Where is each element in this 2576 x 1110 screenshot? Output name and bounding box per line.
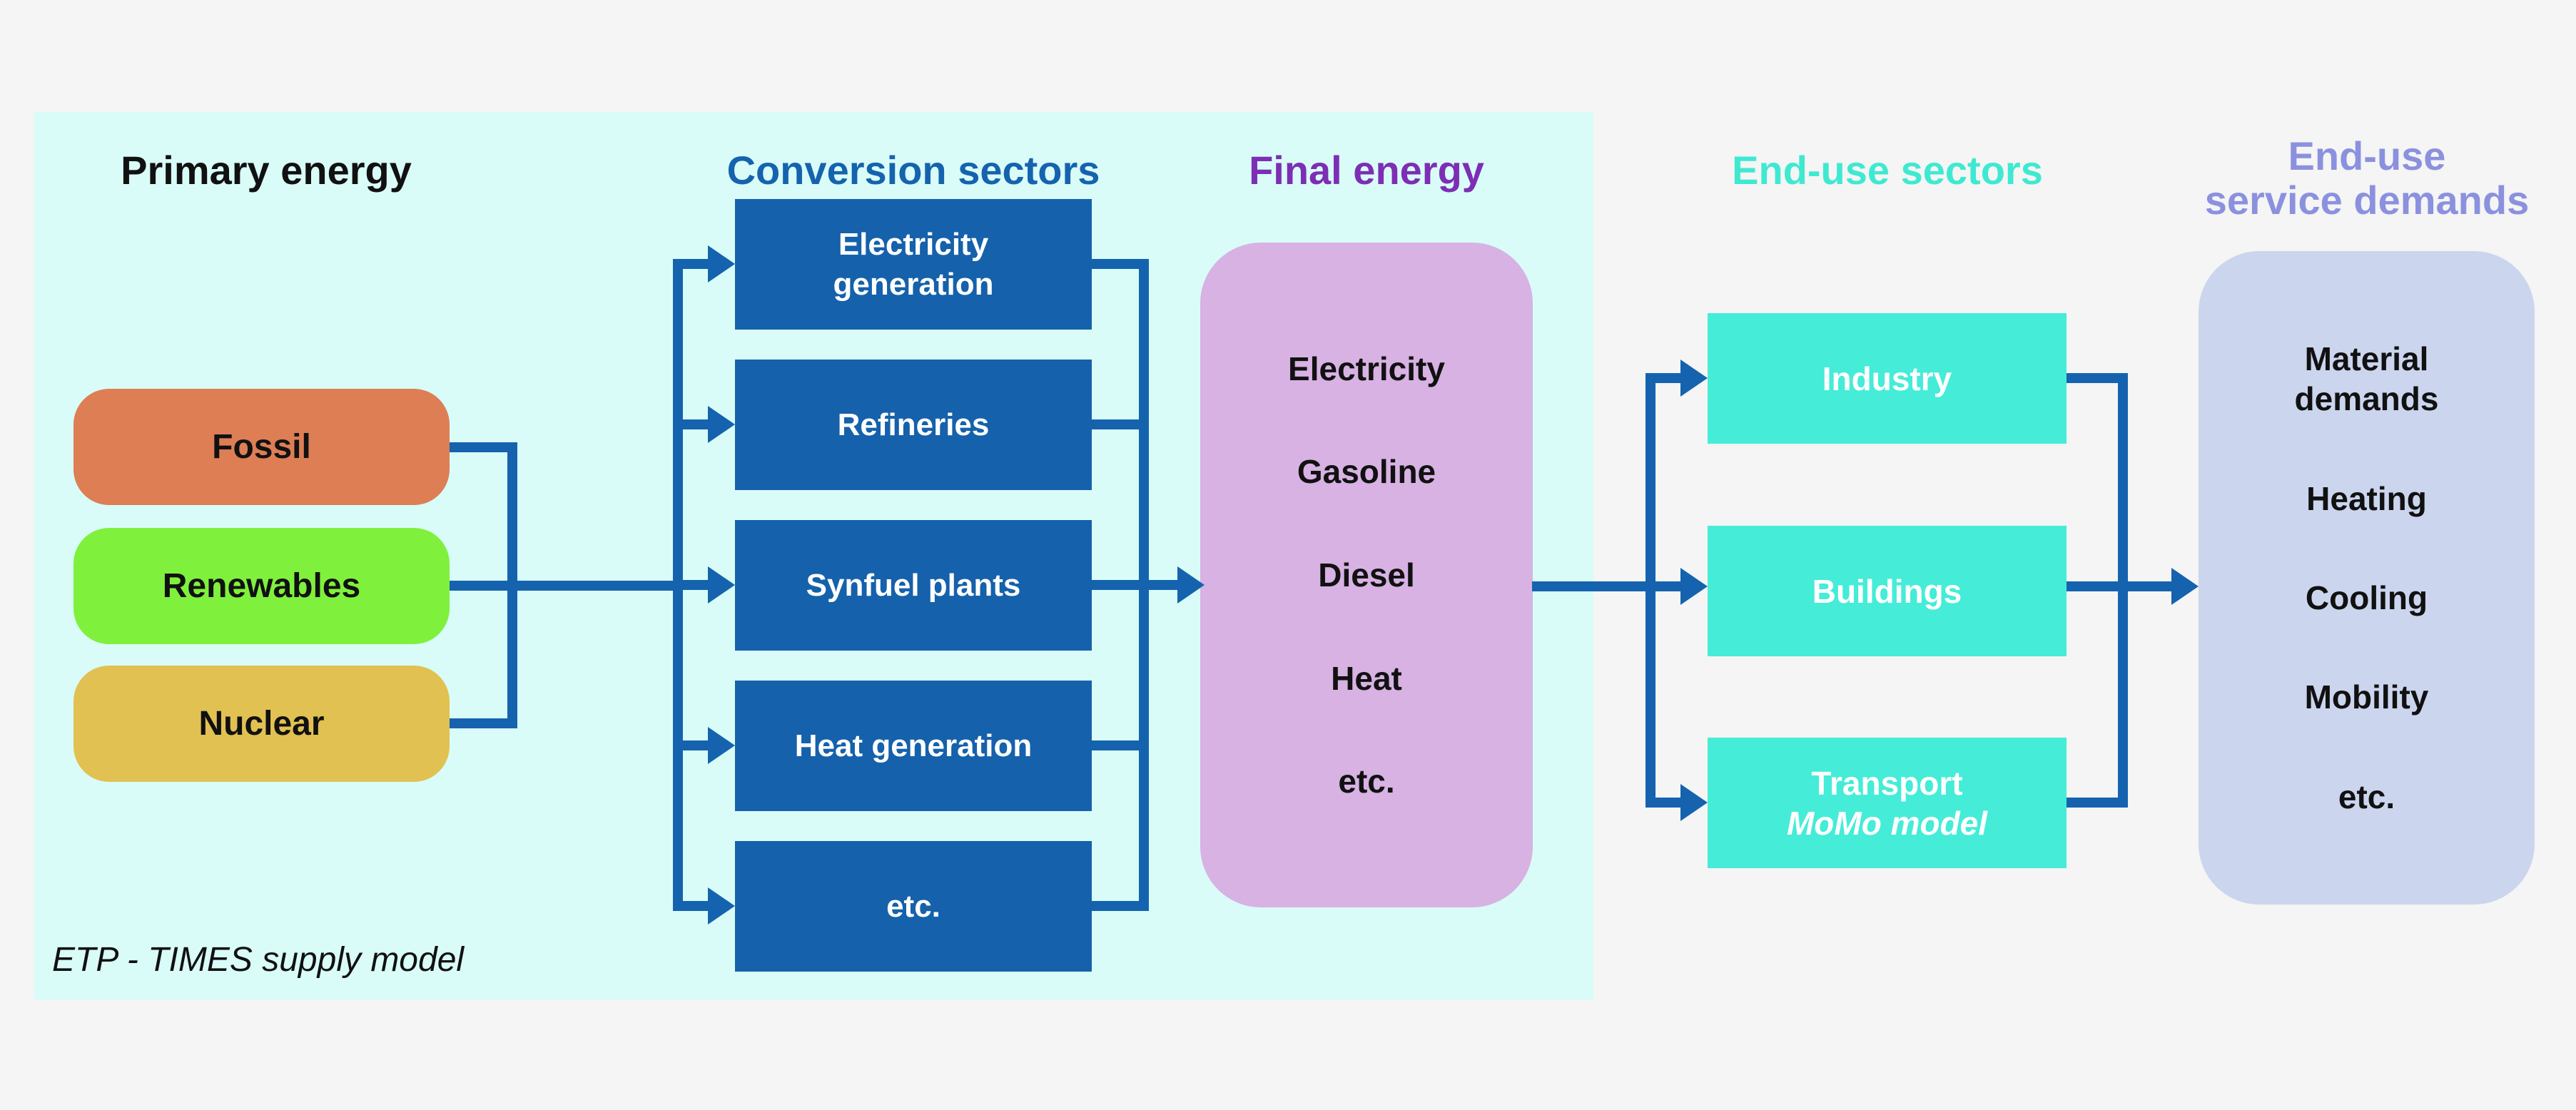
flow-line	[1144, 580, 1179, 590]
final-energy-item: Electricity	[1288, 350, 1445, 387]
flow-line	[1646, 373, 1655, 808]
industry-node: Industry	[1708, 313, 2067, 444]
flow-line	[1092, 259, 1149, 269]
arrow-head-icon	[2171, 568, 2199, 605]
arrow-head-icon	[1680, 568, 1708, 605]
renewables-node: Renewables	[73, 528, 450, 644]
end-use-service-demands-heading-line2: service demands	[2204, 178, 2530, 223]
primary-energy-heading: Primary energy	[121, 148, 412, 193]
etc-conversion-node: etc.	[735, 841, 1092, 972]
service-demand-item: Mobility	[2304, 678, 2429, 716]
final-energy-item: Diesel	[1318, 556, 1415, 594]
service-demand-item: Material demands	[2294, 340, 2439, 418]
industry-label: Industry	[1822, 360, 1952, 397]
arrow-head-icon	[708, 887, 735, 925]
refineries-node: Refineries	[735, 360, 1092, 490]
arrow-head-icon	[708, 406, 735, 443]
end-use-service-demands-heading: End-use service demands	[2153, 134, 2576, 223]
flow-line	[450, 442, 517, 452]
end-use-service-demands-heading-line1: End-use	[2288, 133, 2446, 178]
fossil-node: Fossil	[73, 389, 450, 505]
flow-line	[2067, 798, 2128, 808]
arrow-head-icon	[1680, 360, 1708, 397]
flow-line	[1092, 740, 1149, 750]
arrow-head-icon	[1177, 566, 1205, 604]
flow-line	[678, 580, 712, 590]
buildings-label: Buildings	[1812, 572, 1962, 610]
electricity-generation-node: Electricity generation	[735, 199, 1092, 330]
flow-line	[1092, 901, 1149, 911]
etp-times-model-caption: ETP - TIMES supply model	[52, 941, 465, 979]
momo-model-label: MoMo model	[1786, 804, 1988, 842]
conversion-sectors-heading: Conversion sectors	[726, 148, 1100, 193]
service-demand-item: etc.	[2338, 778, 2395, 815]
flow-line	[2067, 373, 2128, 383]
final-energy-item: etc.	[1338, 763, 1395, 800]
flow-line	[450, 581, 683, 591]
arrow-head-icon	[708, 245, 735, 282]
flow-line	[450, 718, 517, 728]
flow-line	[678, 259, 712, 269]
arrow-head-icon	[1680, 784, 1708, 821]
flow-line	[1650, 798, 1683, 808]
transport-label: Transport	[1811, 764, 1963, 802]
flow-line	[507, 442, 517, 728]
transport-node: Transport MoMo model	[1708, 738, 2067, 868]
final-energy-heading: Final energy	[1249, 148, 1484, 193]
flow-line	[673, 259, 683, 911]
final-energy-item: Gasoline	[1297, 453, 1436, 491]
flow-line	[1092, 580, 1149, 590]
flow-line	[1532, 581, 1683, 591]
end-use-sectors-heading: End-use sectors	[1732, 148, 2043, 193]
service-demand-item: Cooling	[2305, 579, 2428, 616]
buildings-node: Buildings	[1708, 526, 2067, 656]
nuclear-node: Nuclear	[73, 666, 450, 782]
arrow-head-icon	[708, 727, 735, 764]
flow-line	[678, 740, 712, 750]
flow-line	[678, 901, 712, 911]
flow-line	[1650, 373, 1683, 383]
flow-line	[678, 419, 712, 429]
heat-generation-node: Heat generation	[735, 681, 1092, 811]
service-demand-item: Heating	[2306, 479, 2427, 517]
final-energy-item: Heat	[1331, 659, 1402, 697]
flow-line	[2118, 373, 2128, 808]
synfuel-plants-node: Synfuel plants	[735, 520, 1092, 651]
arrow-head-icon	[708, 566, 735, 604]
flow-line	[1092, 419, 1149, 429]
flow-line	[1139, 259, 1149, 911]
